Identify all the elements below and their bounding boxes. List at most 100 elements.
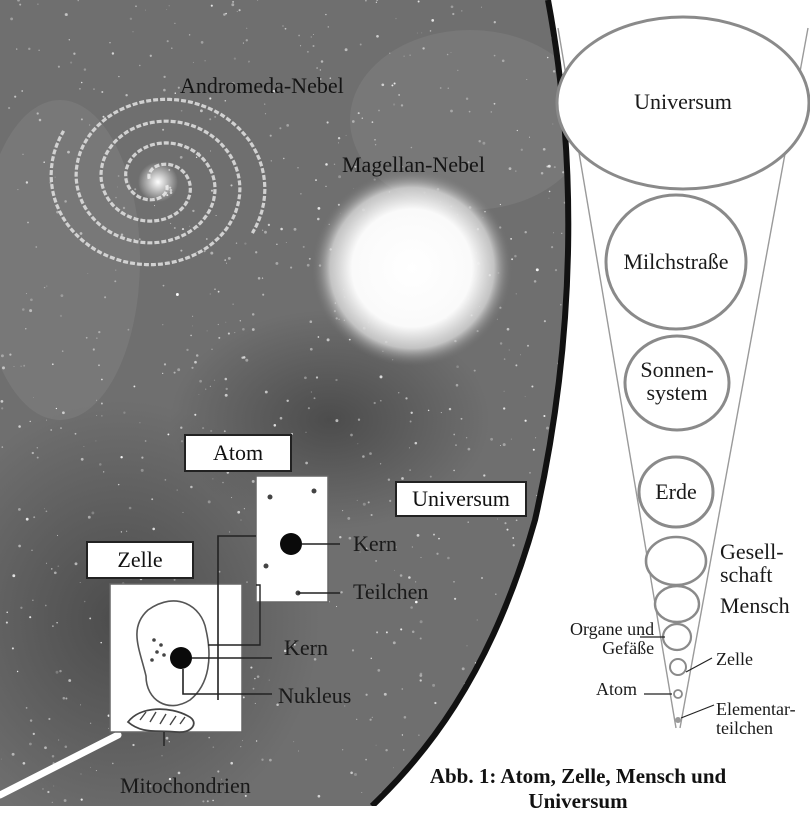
star bbox=[379, 399, 382, 402]
star bbox=[211, 348, 213, 350]
star bbox=[95, 770, 97, 772]
star bbox=[127, 328, 130, 331]
star bbox=[32, 732, 35, 736]
star bbox=[180, 249, 183, 252]
star bbox=[365, 0, 367, 2]
star bbox=[17, 189, 19, 191]
star bbox=[416, 32, 418, 34]
star bbox=[100, 641, 102, 644]
star bbox=[446, 53, 449, 56]
star bbox=[419, 679, 422, 682]
star bbox=[218, 336, 221, 339]
star bbox=[98, 364, 100, 367]
star bbox=[149, 784, 152, 788]
star bbox=[85, 336, 88, 339]
star bbox=[180, 426, 183, 429]
star bbox=[56, 534, 59, 536]
star bbox=[163, 75, 166, 79]
star bbox=[210, 251, 214, 255]
star bbox=[545, 552, 547, 555]
star bbox=[409, 469, 411, 471]
star bbox=[232, 303, 234, 305]
star bbox=[255, 740, 258, 742]
star bbox=[174, 92, 177, 94]
star bbox=[293, 643, 296, 646]
star bbox=[144, 9, 146, 11]
star bbox=[540, 706, 544, 709]
star bbox=[393, 82, 396, 85]
star bbox=[359, 551, 361, 553]
star bbox=[379, 463, 382, 465]
star bbox=[493, 102, 496, 105]
star bbox=[552, 0, 554, 1]
star bbox=[200, 41, 204, 44]
star bbox=[177, 368, 181, 372]
ellipse-universum bbox=[555, 15, 810, 191]
star bbox=[483, 474, 486, 477]
star bbox=[53, 571, 57, 575]
star bbox=[96, 414, 98, 416]
star bbox=[284, 27, 287, 30]
star bbox=[129, 17, 133, 21]
star bbox=[410, 146, 413, 149]
star bbox=[403, 716, 407, 719]
star bbox=[27, 221, 29, 224]
star bbox=[168, 5, 170, 7]
star bbox=[118, 75, 120, 78]
star bbox=[21, 90, 24, 92]
star bbox=[111, 52, 115, 55]
star bbox=[251, 479, 255, 483]
star bbox=[470, 741, 474, 744]
star bbox=[45, 285, 48, 287]
star bbox=[410, 606, 413, 609]
star bbox=[80, 81, 83, 84]
star bbox=[512, 544, 515, 547]
star bbox=[566, 486, 569, 489]
star bbox=[339, 535, 342, 539]
star bbox=[320, 60, 324, 63]
star bbox=[254, 677, 256, 680]
star bbox=[409, 54, 411, 56]
atom-nucleus bbox=[280, 533, 302, 555]
star bbox=[333, 163, 336, 165]
box-zelle: Zelle bbox=[86, 541, 194, 579]
star bbox=[33, 516, 36, 519]
star bbox=[490, 437, 494, 441]
star bbox=[2, 366, 5, 370]
star bbox=[243, 508, 245, 510]
star bbox=[55, 407, 58, 410]
star bbox=[400, 597, 402, 599]
star bbox=[461, 10, 463, 12]
star bbox=[29, 719, 33, 722]
star bbox=[499, 203, 502, 206]
star bbox=[0, 400, 4, 403]
cell-nucleus bbox=[170, 647, 192, 669]
star bbox=[37, 3, 39, 5]
star bbox=[165, 736, 169, 740]
star bbox=[419, 637, 422, 640]
star bbox=[400, 628, 403, 631]
star bbox=[564, 480, 567, 483]
star bbox=[553, 166, 556, 169]
star bbox=[526, 79, 528, 80]
star bbox=[115, 269, 117, 271]
star bbox=[481, 757, 483, 760]
star bbox=[511, 258, 514, 261]
star bbox=[261, 758, 264, 761]
star bbox=[488, 664, 490, 666]
star bbox=[227, 332, 230, 335]
star bbox=[540, 171, 544, 175]
spiral-arm bbox=[74, 97, 267, 245]
star bbox=[561, 454, 563, 456]
star bbox=[493, 21, 496, 24]
star bbox=[180, 440, 184, 443]
star bbox=[173, 578, 176, 581]
star bbox=[401, 165, 404, 168]
star bbox=[480, 6, 483, 8]
star bbox=[189, 225, 191, 227]
star bbox=[45, 562, 47, 564]
star bbox=[524, 230, 527, 234]
star bbox=[283, 689, 285, 691]
star bbox=[98, 330, 101, 334]
star bbox=[304, 376, 307, 380]
